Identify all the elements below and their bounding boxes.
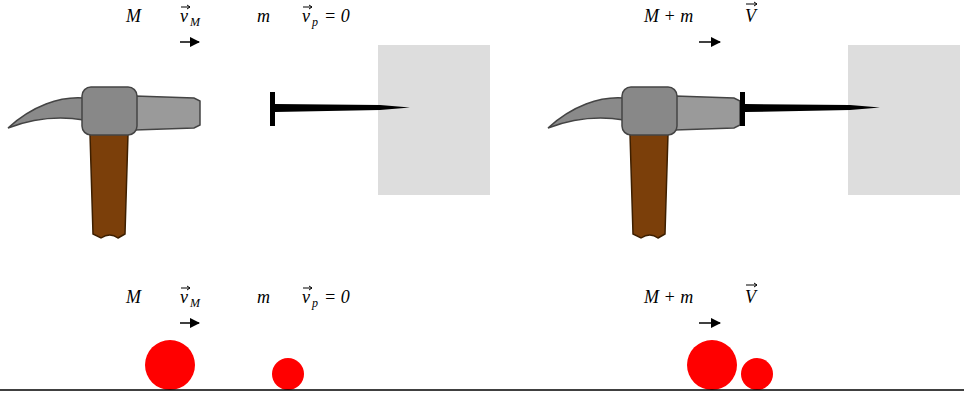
velocity-symbol: v — [180, 287, 188, 309]
velocity-arrow — [180, 41, 199, 43]
velocity-symbol: V — [745, 287, 756, 309]
hammer — [8, 87, 200, 238]
vector-arrow — [181, 2, 757, 290]
mass-sum: M + m — [644, 287, 693, 309]
balls — [145, 340, 773, 390]
nail — [740, 92, 880, 126]
nail — [270, 92, 410, 126]
mass-symbol: m — [257, 6, 270, 28]
velocity-arrow — [699, 41, 720, 43]
subscript: p — [312, 15, 318, 29]
hammer — [548, 87, 740, 238]
wood-block — [378, 45, 490, 195]
subscript: p — [312, 296, 318, 310]
velocity-symbol: V — [745, 6, 756, 28]
subscript: M — [190, 296, 200, 310]
velocity-symbol: v — [180, 6, 188, 28]
velocity-arrow — [699, 322, 720, 324]
equation-value: = 0 — [324, 6, 350, 28]
mass-symbol: m — [257, 287, 270, 309]
equation-value: = 0 — [324, 287, 350, 309]
subscript: M — [190, 15, 200, 29]
velocity-symbol: v — [302, 287, 310, 309]
ground-line — [0, 389, 964, 391]
mass-sum: M + m — [644, 6, 693, 28]
mass-symbol: M — [126, 287, 141, 309]
wood-block — [848, 45, 960, 195]
mass-symbol: M — [126, 6, 141, 28]
velocity-arrow — [180, 322, 199, 324]
velocity-symbol: v — [302, 6, 310, 28]
